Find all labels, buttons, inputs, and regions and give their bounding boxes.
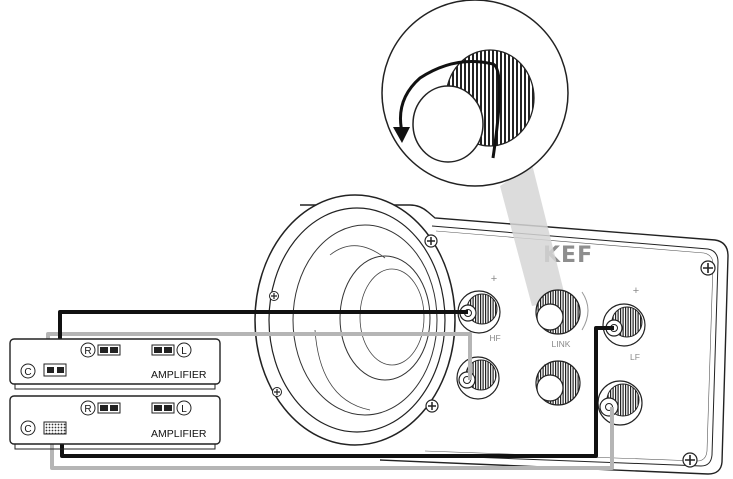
common-badge: C	[20, 363, 36, 379]
link-label: LINK	[552, 339, 571, 349]
rotate-arrow-icon	[399, 60, 494, 133]
left-terminal-icon	[151, 402, 175, 414]
callout-beam	[500, 164, 566, 306]
hf-negative-binding-post[interactable]	[456, 356, 500, 400]
amplifier-label: AMPLIFIER	[151, 369, 207, 381]
left-terminal-icon	[151, 344, 175, 356]
amplifier-label: AMPLIFIER	[151, 428, 207, 440]
bass-port	[254, 194, 456, 446]
amplifier-top: C R L AMPLIFIER	[9, 338, 221, 390]
svg-text:R: R	[84, 346, 91, 357]
right-channel-badge: R	[80, 400, 96, 416]
hf-plus-mark: +	[491, 273, 497, 285]
screw-icon	[425, 399, 439, 413]
link-knob-lower[interactable]	[535, 360, 581, 406]
svg-text:C: C	[24, 367, 31, 378]
left-channel-badge: L	[176, 342, 192, 358]
amp-output-terminal-icon	[43, 421, 67, 435]
common-badge: C	[20, 420, 36, 436]
lf-plus-mark: +	[633, 285, 639, 297]
right-terminal-icon	[97, 344, 121, 356]
link-knob-upper[interactable]	[535, 289, 581, 335]
lf-label: LF	[630, 352, 640, 362]
right-channel-badge: R	[80, 342, 96, 358]
screw-icon	[424, 234, 438, 248]
screw-icon	[682, 452, 698, 468]
lf-positive-binding-post[interactable]	[602, 303, 646, 347]
screw-icon	[272, 387, 282, 397]
hf-label: HF	[489, 333, 500, 343]
amp-output-terminal-icon	[43, 363, 67, 377]
svg-text:C: C	[24, 424, 31, 435]
screw-icon	[269, 291, 279, 301]
amplifier-bottom: C R L AMPLIFIER	[9, 395, 221, 450]
screw-icon	[700, 260, 716, 276]
right-terminal-icon	[97, 402, 121, 414]
svg-text:L: L	[181, 346, 187, 357]
lf-negative-binding-post[interactable]	[597, 380, 643, 426]
svg-text:L: L	[181, 404, 187, 415]
magnified-link-knob-callout	[381, 0, 569, 187]
svg-text:R: R	[84, 404, 91, 415]
left-channel-badge: L	[176, 400, 192, 416]
